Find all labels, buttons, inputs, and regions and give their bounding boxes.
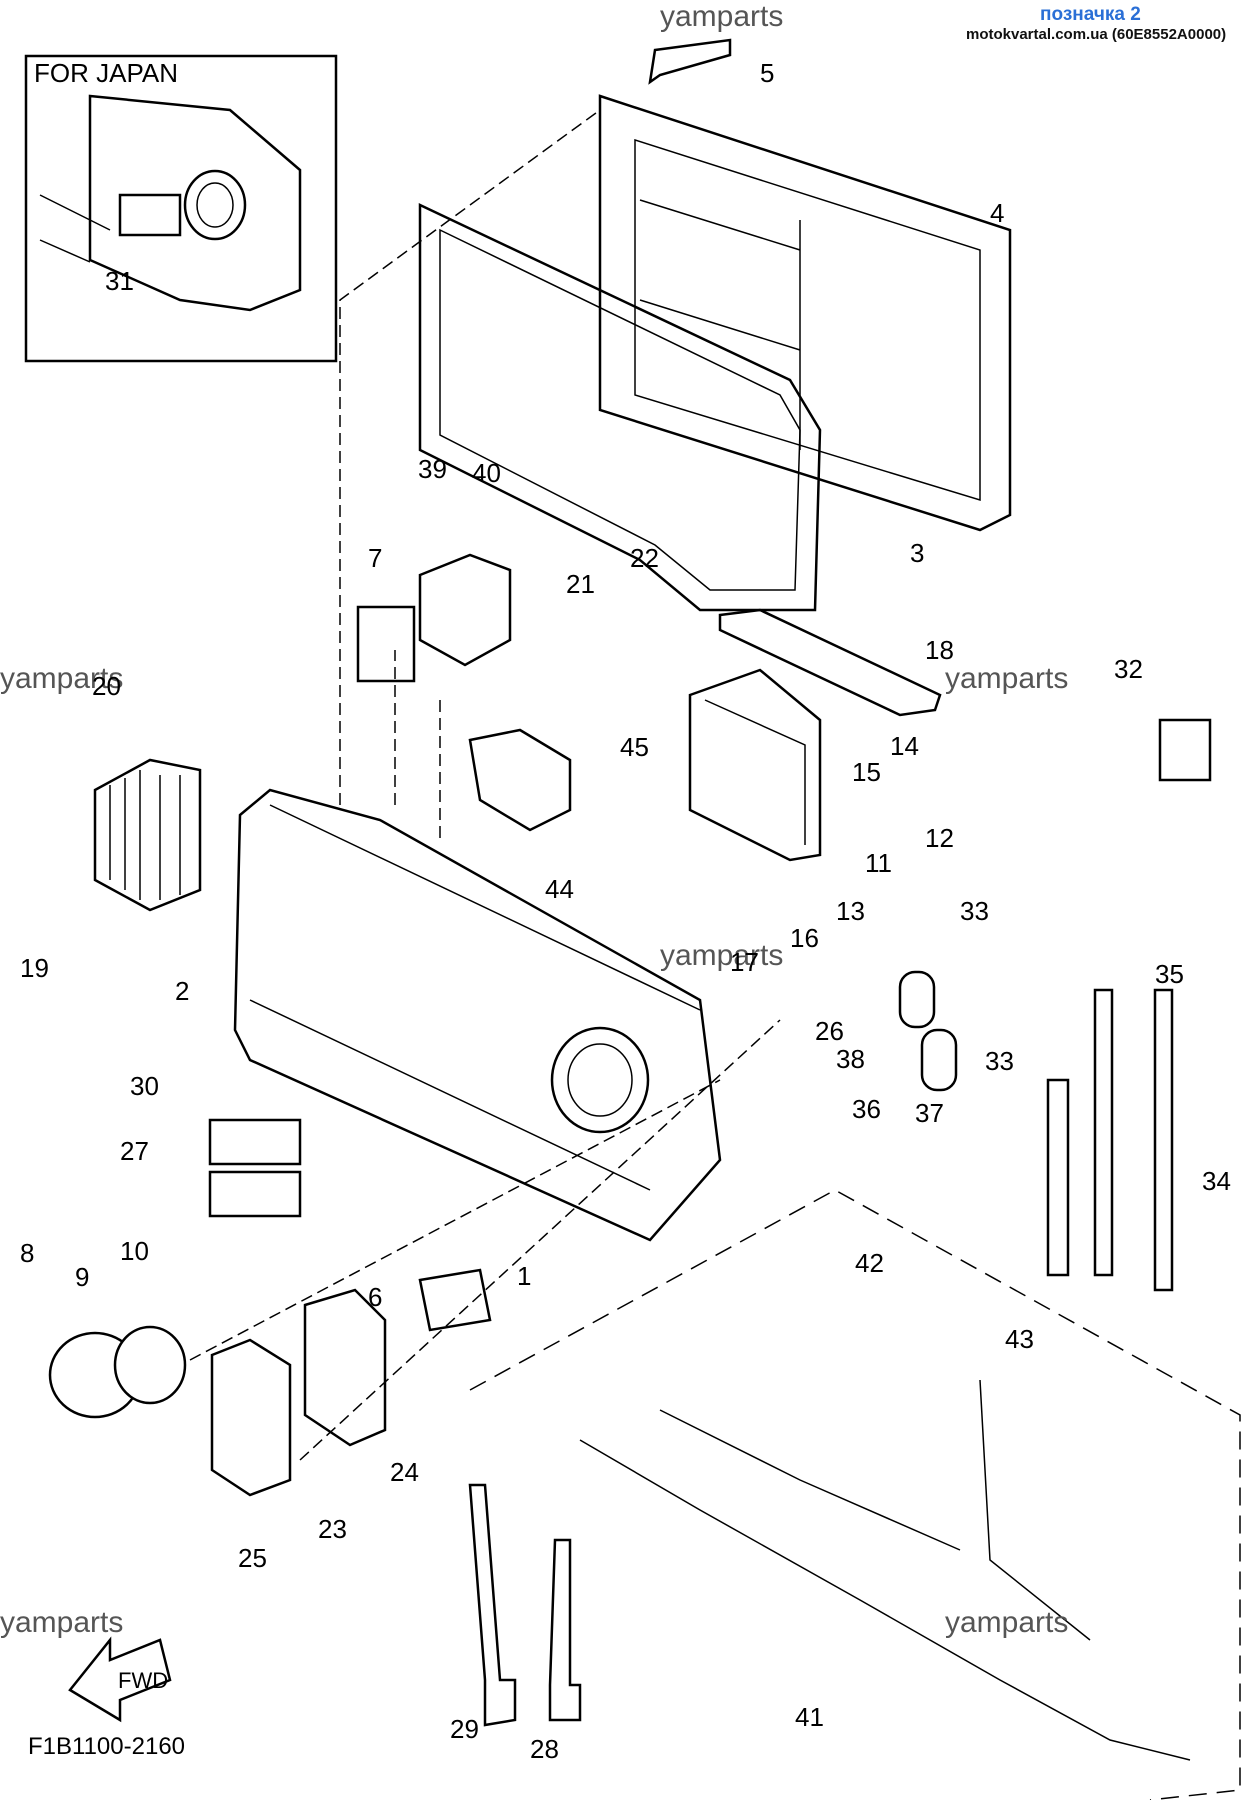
part-35-lead	[1093, 988, 1114, 1277]
part-number-9: 9	[75, 1262, 89, 1292]
part-number-7: 7	[368, 543, 382, 573]
part-number-16: 16	[790, 923, 819, 953]
watermark: yamparts	[660, 0, 783, 33]
header-site: motokvartal.com.ua (60E8552A0000)	[966, 26, 1227, 43]
part-9-ring	[113, 1325, 187, 1405]
part-number-35: 35	[1155, 959, 1184, 989]
part-number-23: 23	[318, 1514, 347, 1544]
part-27-label	[208, 1170, 302, 1218]
part-23-plate	[210, 1338, 292, 1497]
part-44-motor	[468, 728, 572, 832]
part-number-28: 28	[530, 1734, 559, 1764]
part-number-43: 43	[1005, 1324, 1034, 1354]
part-number-5: 5	[760, 58, 774, 88]
part-24-plate	[303, 1288, 387, 1447]
part-38-cap	[898, 970, 936, 1029]
part-32-coupler	[1158, 718, 1212, 782]
part-number-17: 17	[730, 947, 759, 977]
part-18-frame	[718, 608, 942, 717]
part-30-label	[208, 1118, 302, 1166]
part-number-20: 20	[92, 671, 121, 701]
part-7-plate	[356, 605, 416, 683]
watermark: yamparts	[945, 1606, 1068, 1639]
inset-box-drawing	[39, 94, 302, 312]
part-number-29: 29	[450, 1714, 479, 1744]
part-number-45: 45	[620, 732, 649, 762]
part-number-14: 14	[890, 731, 919, 761]
part-6-grommet	[418, 1268, 492, 1332]
assembly-lines	[189, 109, 781, 1461]
part-13-module	[688, 668, 822, 862]
part-number-38: 38	[836, 1044, 865, 1074]
fwd-label: FWD	[118, 1668, 168, 1693]
part-41-harness-boundary	[469, 1189, 1241, 1800]
part-number-39: 39	[418, 454, 447, 484]
part-number-15: 15	[852, 757, 881, 787]
part-number-10: 10	[120, 1236, 149, 1266]
part-number-36: 36	[852, 1094, 881, 1124]
part-number-8: 8	[20, 1238, 34, 1268]
part-4-cover	[598, 94, 1012, 532]
part-number-30: 30	[130, 1071, 159, 1101]
part-number-32: 32	[1114, 654, 1143, 684]
part-number-37: 37	[915, 1098, 944, 1128]
part-41-harness-wires	[579, 1379, 1191, 1761]
part-number-2: 2	[175, 976, 189, 1006]
part-number-42: 42	[855, 1248, 884, 1278]
part-number-31: 31	[105, 266, 134, 296]
part-19-rectifier	[93, 758, 202, 912]
part-number-41: 41	[795, 1702, 824, 1732]
part-number-24: 24	[390, 1457, 419, 1487]
part-number-6: 6	[368, 1282, 382, 1312]
part-28-cable-tie	[548, 1538, 582, 1722]
part-number-34: 34	[1202, 1166, 1231, 1196]
fwd-arrow-icon	[68, 1636, 172, 1723]
part-number-19: 19	[20, 953, 49, 983]
part-5-screw	[648, 38, 732, 85]
figure-code: F1B1100-2160	[28, 1733, 185, 1760]
part-number-40: 40	[472, 458, 501, 488]
part-2-main-box	[233, 788, 722, 1242]
part-number-11: 11	[865, 848, 892, 878]
part-number-26: 26	[815, 1016, 844, 1046]
inset-title: FOR JAPAN	[34, 58, 178, 88]
watermark: yamparts	[945, 662, 1068, 695]
part-37-lead	[1046, 1078, 1070, 1277]
part-number-3: 3	[910, 538, 924, 568]
part-39-relay	[418, 553, 512, 667]
part-number-44: 44	[545, 874, 574, 904]
part-number-25: 25	[238, 1543, 267, 1573]
part-number-33: 33	[960, 896, 989, 926]
part-number-21: 21	[566, 569, 595, 599]
header-label: позначка 2	[1040, 4, 1141, 25]
watermark: yamparts	[660, 939, 783, 972]
watermark: yamparts	[0, 1606, 123, 1639]
part-number-1: 1	[517, 1261, 531, 1291]
watermark: yamparts	[0, 662, 123, 695]
part-number-18: 18	[925, 635, 954, 665]
part-34-lead	[1153, 988, 1174, 1292]
part-36-cap	[920, 1028, 958, 1092]
part-number-12: 12	[925, 823, 954, 853]
part-number-22: 22	[630, 543, 659, 573]
part-29-cable-tie	[468, 1483, 517, 1727]
box-port	[550, 1026, 650, 1134]
part-number-33: 33	[985, 1046, 1014, 1076]
part-callouts: 1234567891011121314151617181920212223242…	[20, 58, 1231, 1764]
part-number-4: 4	[990, 198, 1004, 228]
part-number-13: 13	[836, 896, 865, 926]
part-number-27: 27	[120, 1136, 149, 1166]
